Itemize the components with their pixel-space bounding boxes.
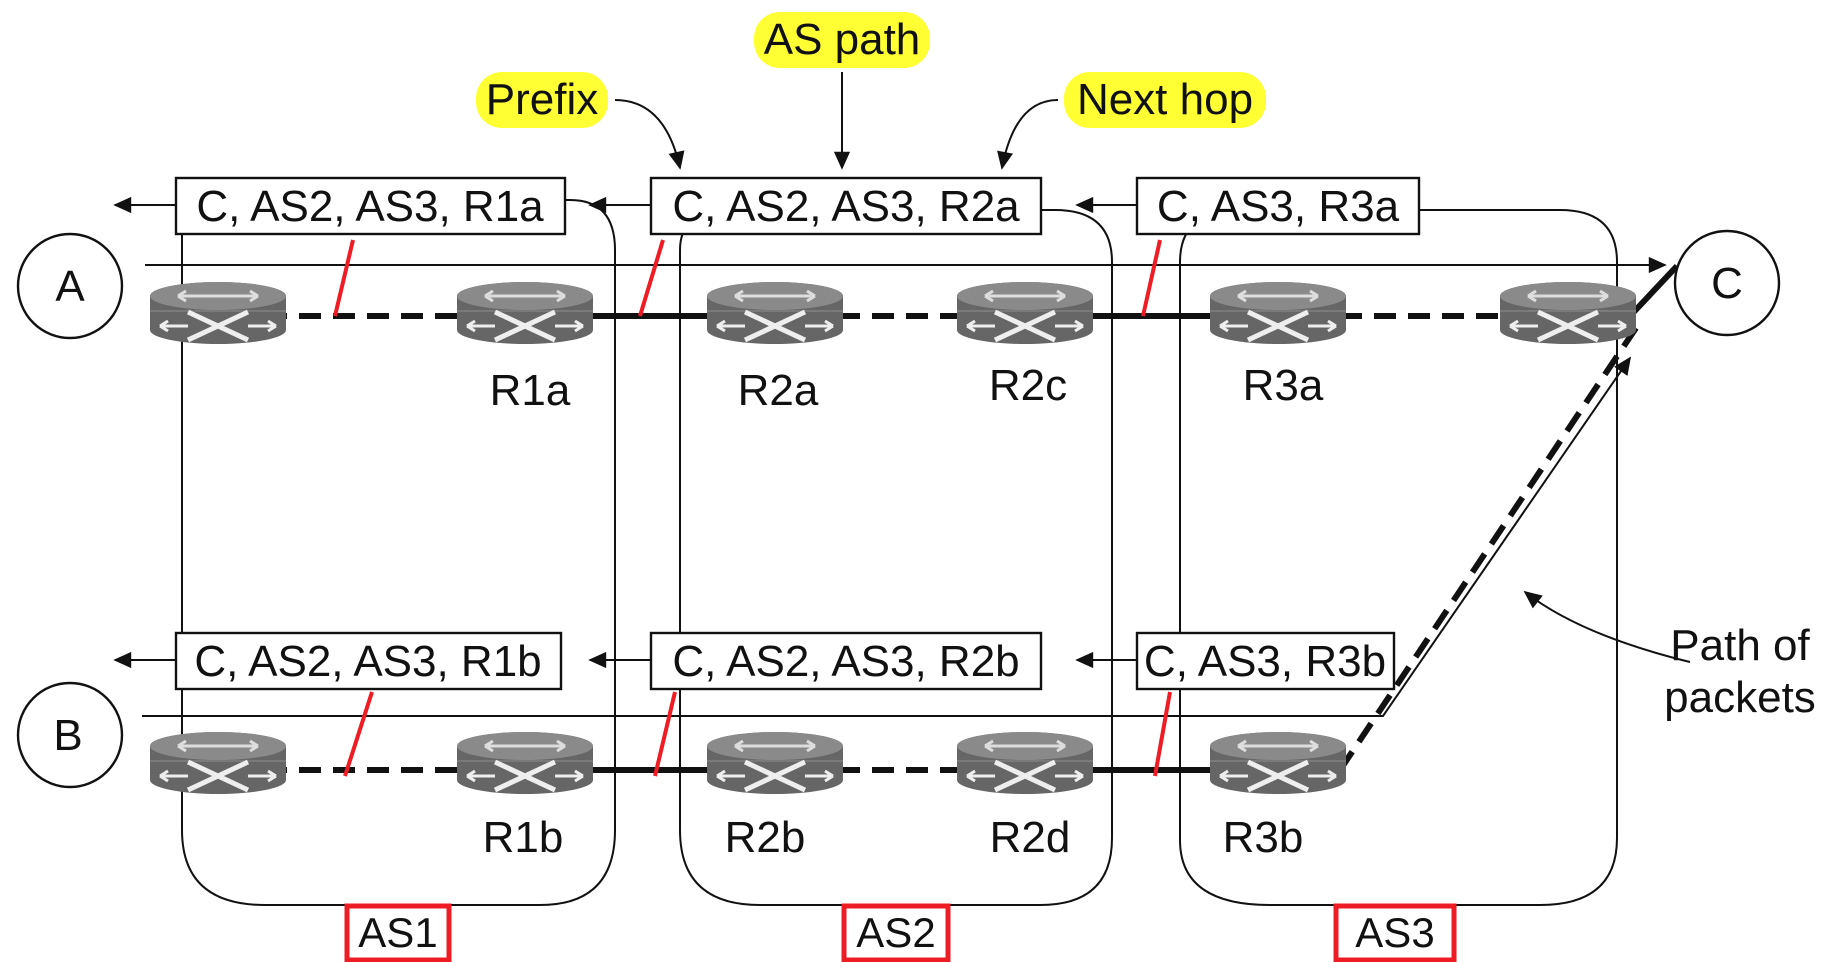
router-icon <box>957 732 1093 794</box>
route-text: C, AS2, AS3, R2a <box>672 182 1020 231</box>
route-box <box>1135 176 1421 236</box>
boundary-mark <box>638 239 665 317</box>
prefix-highlight <box>476 72 608 128</box>
as1-label-box <box>344 903 452 962</box>
as-path-highlight <box>754 12 930 68</box>
host-c <box>1673 229 1781 337</box>
router-icon <box>1210 732 1346 794</box>
next-hop-callout: Next hop <box>1077 75 1253 124</box>
route-text: C, AS2, AS3, R2b <box>672 637 1019 686</box>
route-text: C, AS2, AS3, R1a <box>196 182 544 231</box>
as-path-callout: AS path <box>764 15 921 64</box>
boundary-mark <box>1153 691 1172 777</box>
route-box <box>1135 631 1396 691</box>
router-icon <box>1500 282 1636 344</box>
router-icon <box>457 282 593 344</box>
path-of-packets-arrow <box>1523 590 1691 663</box>
router-icon <box>1210 282 1346 344</box>
route-text: C, AS3, R3b <box>1144 637 1386 686</box>
boundary-mark <box>653 691 677 777</box>
host-a-label: A <box>55 262 85 311</box>
host-b-label: B <box>53 711 82 760</box>
next-hop-arrow <box>997 99 1059 170</box>
route-text: C, AS2, AS3, R1b <box>194 637 541 686</box>
boundary-mark <box>333 239 355 317</box>
next-hop-highlight <box>1064 72 1266 128</box>
path-of-packets-label-2: packets <box>1664 673 1816 722</box>
route-box <box>174 631 563 691</box>
as3-label: AS3 <box>1355 909 1434 956</box>
host-b <box>16 681 124 789</box>
router-label-r2a: R2a <box>738 366 819 415</box>
router-icon <box>707 732 843 794</box>
prefix-callout: Prefix <box>486 75 598 124</box>
as3-label-box <box>1333 903 1457 962</box>
router-label-r1b: R1b <box>483 813 564 862</box>
route-box <box>649 176 1043 236</box>
as2-label: AS2 <box>856 909 935 956</box>
router-icon <box>150 282 286 344</box>
router-label-r2d: R2d <box>990 813 1071 862</box>
router-icon <box>457 732 593 794</box>
host-a <box>16 232 124 340</box>
router-label-r3b: R3b <box>1223 813 1304 862</box>
router-label-r2c: R2c <box>989 361 1067 410</box>
route-text: C, AS3, R3a <box>1157 182 1400 231</box>
host-c-label: C <box>1711 259 1743 308</box>
route-box <box>649 631 1043 691</box>
path-of-packets-label-1: Path of <box>1670 621 1810 670</box>
router-icon <box>707 282 843 344</box>
router-label-r2b: R2b <box>725 813 806 862</box>
boundary-mark <box>343 691 374 777</box>
router-icon <box>957 282 1093 344</box>
router-icon <box>150 732 286 794</box>
prefix-arrow <box>614 99 685 170</box>
router-label-r1a: R1a <box>490 366 571 415</box>
router-label-r3a: R3a <box>1243 361 1324 410</box>
packet-path-b <box>142 356 1632 717</box>
route-box <box>174 176 567 236</box>
as2-label-box <box>841 903 951 962</box>
as1-label: AS1 <box>358 909 437 956</box>
link-r3b-exit <box>1337 323 1641 772</box>
boundary-mark <box>1141 239 1162 317</box>
link-exit-c <box>1627 263 1680 319</box>
